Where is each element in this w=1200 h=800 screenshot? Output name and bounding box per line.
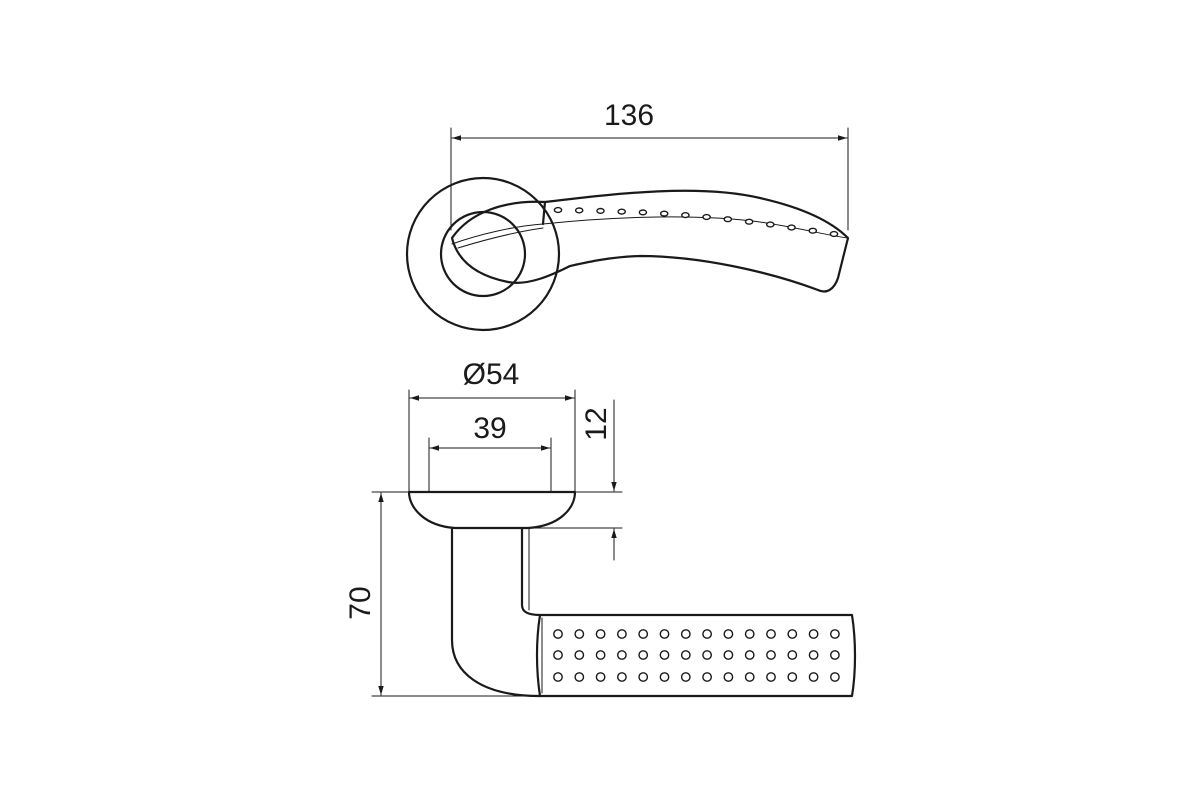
- grip-dot: [787, 672, 798, 682]
- grip-dot: [830, 629, 840, 639]
- grip-dot: [617, 208, 627, 215]
- grip-dot: [787, 224, 796, 231]
- grip-edge-line: [541, 200, 547, 226]
- grip-dot: [659, 629, 670, 639]
- grip-dot: [595, 650, 606, 660]
- grip-dot: [638, 209, 648, 216]
- grip-dot: [574, 672, 585, 682]
- grip-dot: [659, 650, 670, 660]
- grip-dot: [638, 672, 649, 682]
- grip-dots-top: [553, 206, 839, 238]
- grip-dot: [830, 672, 840, 682]
- grip-dot: [702, 213, 711, 221]
- grip-dot: [553, 206, 563, 214]
- grip-dot: [808, 672, 819, 682]
- grip-dots-side: [553, 629, 840, 682]
- neck-side: [450, 526, 542, 698]
- grip-dot: [723, 672, 734, 682]
- grip-dot: [744, 218, 754, 225]
- neck-line: [451, 223, 544, 245]
- grip-dot: [574, 650, 585, 660]
- grip-dot: [808, 227, 818, 234]
- grip-dot: [681, 212, 690, 219]
- grip-dot: [766, 629, 776, 639]
- grip-dot: [744, 650, 755, 660]
- grip-dot: [744, 629, 755, 639]
- grip-dot: [766, 650, 776, 660]
- grip-dot: [723, 629, 734, 639]
- grip-dot: [617, 629, 627, 639]
- grip-dot: [702, 629, 712, 639]
- grip-dot: [808, 650, 819, 660]
- grip-dot: [574, 629, 585, 639]
- rose-outer-circle: [405, 176, 561, 332]
- grip-dot: [595, 629, 606, 639]
- grip-dot: [553, 672, 563, 682]
- grip-dot: [702, 650, 712, 660]
- grip-dot: [553, 650, 563, 660]
- grip-dot: [638, 629, 649, 639]
- grip-dot: [617, 650, 627, 660]
- grip-lower-edge: [542, 216, 849, 239]
- neck-inner-side: [520, 526, 542, 617]
- grip-dot: [744, 672, 755, 682]
- grip-dot: [829, 230, 839, 238]
- grip-dot: [638, 650, 649, 660]
- grip-dot: [723, 650, 734, 660]
- grip-dot: [766, 221, 775, 228]
- lever-body-top: [450, 189, 850, 293]
- grip-dot: [659, 210, 669, 217]
- grip-dot: [766, 672, 776, 682]
- top-view: 136: [405, 99, 850, 332]
- lever-grip-side: [535, 613, 857, 698]
- dimension-label-136: 136: [604, 99, 654, 132]
- grip-dot: [830, 650, 840, 660]
- grip-dot: [680, 629, 691, 639]
- rose-side: [407, 490, 577, 530]
- grip-dot: [680, 672, 691, 682]
- grip-dot: [617, 672, 627, 682]
- grip-dot: [574, 207, 584, 214]
- grip-dot: [659, 672, 670, 682]
- grip-dot: [680, 650, 691, 660]
- grip-dot: [787, 629, 798, 639]
- grip-dot: [723, 216, 733, 223]
- neck-line-2: [457, 227, 544, 249]
- grip-dot: [553, 629, 563, 639]
- grip-dot: [787, 650, 798, 660]
- grip-dot: [596, 207, 605, 215]
- side-view: Ø54 39 12 70: [344, 358, 857, 698]
- dimension-label-39: 39: [473, 412, 506, 445]
- dimension-label-54: Ø54: [463, 358, 520, 391]
- grip-dot: [808, 629, 819, 639]
- grip-dot: [595, 672, 606, 682]
- dimension-label-12: 12: [580, 407, 613, 440]
- dimension-label-70: 70: [344, 586, 377, 619]
- grip-dot: [702, 672, 712, 682]
